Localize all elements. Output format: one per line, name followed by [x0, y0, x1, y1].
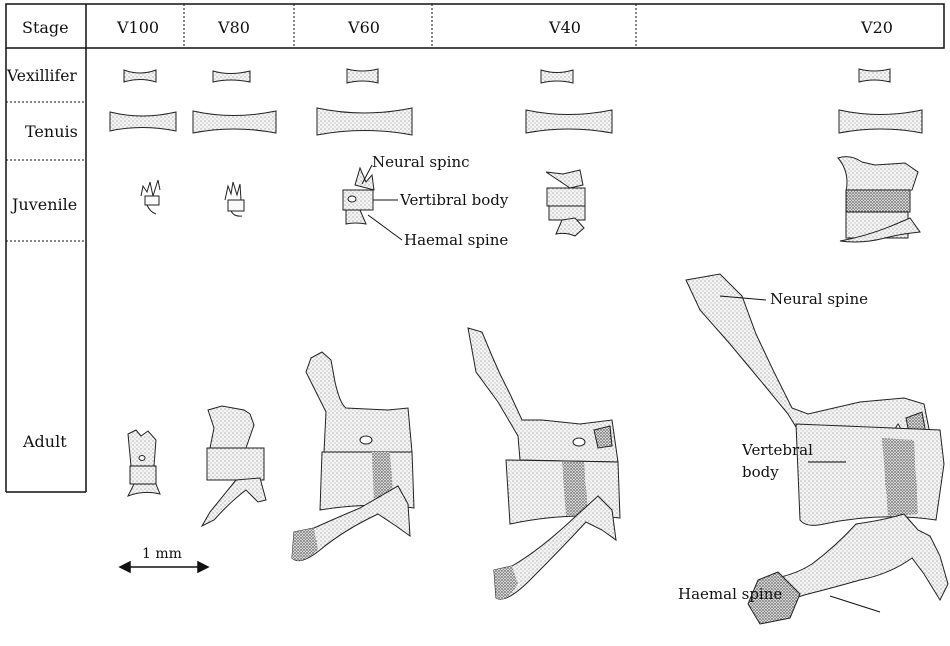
stage-header: Stage	[22, 20, 69, 36]
column-header-v20: V20	[849, 20, 905, 36]
juvenile-v40	[546, 170, 585, 236]
row-label-adult: Adult	[23, 434, 67, 450]
vexillifer-centra	[124, 69, 890, 83]
vexillifer-v20	[859, 69, 890, 82]
vexillifer-v100	[124, 70, 156, 82]
adult-v40	[468, 328, 620, 599]
label-adult-haemal-spine: Haemal spine	[678, 586, 782, 603]
adult-v20	[686, 274, 948, 624]
label-adult-neural-spine: Neural spine	[770, 291, 868, 308]
juvenile-vertebrae	[141, 157, 920, 242]
adult-v60	[292, 352, 414, 561]
tenuis-centra	[110, 108, 922, 135]
juvenile-v100	[141, 180, 160, 214]
label-juvenile-neural-spine: Neural spinc	[372, 154, 470, 171]
adult-vertebrae	[128, 274, 948, 624]
tenuis-v40	[526, 110, 612, 133]
label-adult-vertebral-body-line2: body	[742, 464, 779, 481]
label-adult-vertebral-body-line1: Vertebral	[742, 442, 813, 459]
tenuis-v20	[839, 110, 922, 133]
vexillifer-v60	[347, 69, 378, 83]
label-juvenile-haemal-spine: Haemal spine	[404, 232, 508, 249]
scale-bar	[120, 562, 208, 572]
column-header-v80: V80	[206, 20, 262, 36]
scale-bar-label: 1 mm	[142, 546, 182, 562]
adult-v80	[202, 406, 266, 526]
vexillifer-v40	[541, 70, 573, 83]
column-header-v60: V60	[336, 20, 392, 36]
column-header-v100: V100	[110, 20, 166, 36]
tenuis-v100	[110, 112, 176, 131]
tenuis-v60	[317, 108, 412, 135]
row-label-vexillifer: Vexillifer	[7, 69, 77, 85]
row-label-tenuis: Tenuis	[25, 124, 78, 140]
vexillifer-v80	[213, 71, 250, 82]
label-juvenile-vertebral-body: Vertibral body	[400, 192, 508, 209]
tenuis-v80	[193, 111, 276, 133]
column-header-v40: V40	[537, 20, 593, 36]
row-label-juvenile: Juvenile	[12, 197, 77, 213]
adult-v100	[128, 430, 160, 496]
juvenile-v80	[225, 182, 244, 216]
juvenile-v20	[838, 157, 920, 242]
